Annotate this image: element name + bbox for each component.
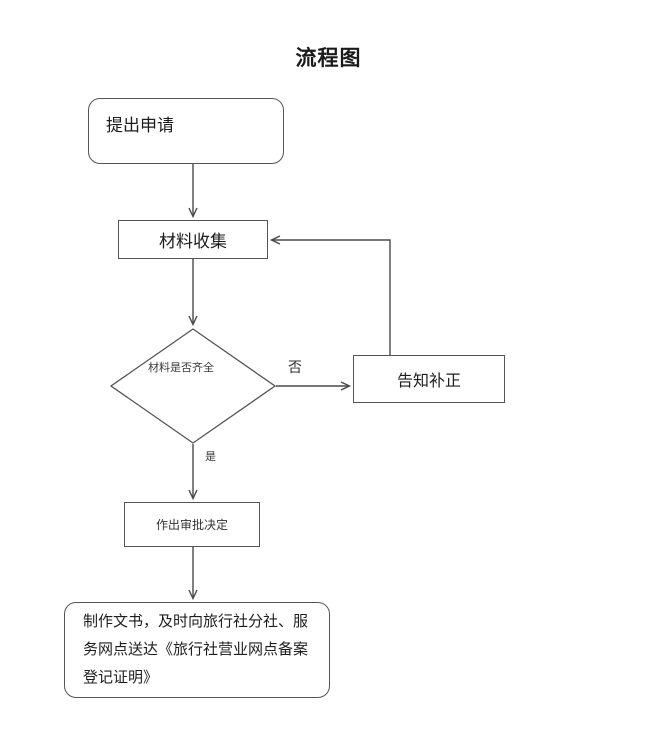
node-submit-application[interactable]: 提出申请: [88, 98, 284, 164]
diamond-shape-icon: [110, 328, 276, 444]
node-notify-correction-label: 告知补正: [396, 373, 461, 390]
node-produce-document[interactable]: 制作文书，及时向旅行社分社、服务网点送达《旅行社营业网点备案登记证明》: [64, 602, 330, 698]
node-make-approval-decision[interactable]: 作出审批决定: [124, 502, 260, 547]
edge-notify-to-collect: [269, 235, 391, 355]
node-decision-label: 材料是否齐全: [148, 362, 214, 374]
node-material-collection-label: 材料收集: [159, 232, 227, 251]
edge-label-yes: 是: [205, 451, 216, 463]
node-produce-document-label: 制作文书，及时向旅行社分社、服务网点送达《旅行社营业网点备案登记证明》: [83, 614, 309, 686]
node-material-collection[interactable]: 材料收集: [118, 220, 268, 259]
node-submit-application-label: 提出申请: [106, 116, 174, 135]
node-notify-correction[interactable]: 告知补正: [353, 355, 505, 403]
node-decision-materials-complete[interactable]: 材料是否齐全: [110, 328, 276, 444]
edge-label-no: 否: [288, 361, 302, 376]
page-title: 流程图: [295, 46, 362, 70]
node-make-approval-decision-label: 作出审批决定: [155, 518, 228, 532]
